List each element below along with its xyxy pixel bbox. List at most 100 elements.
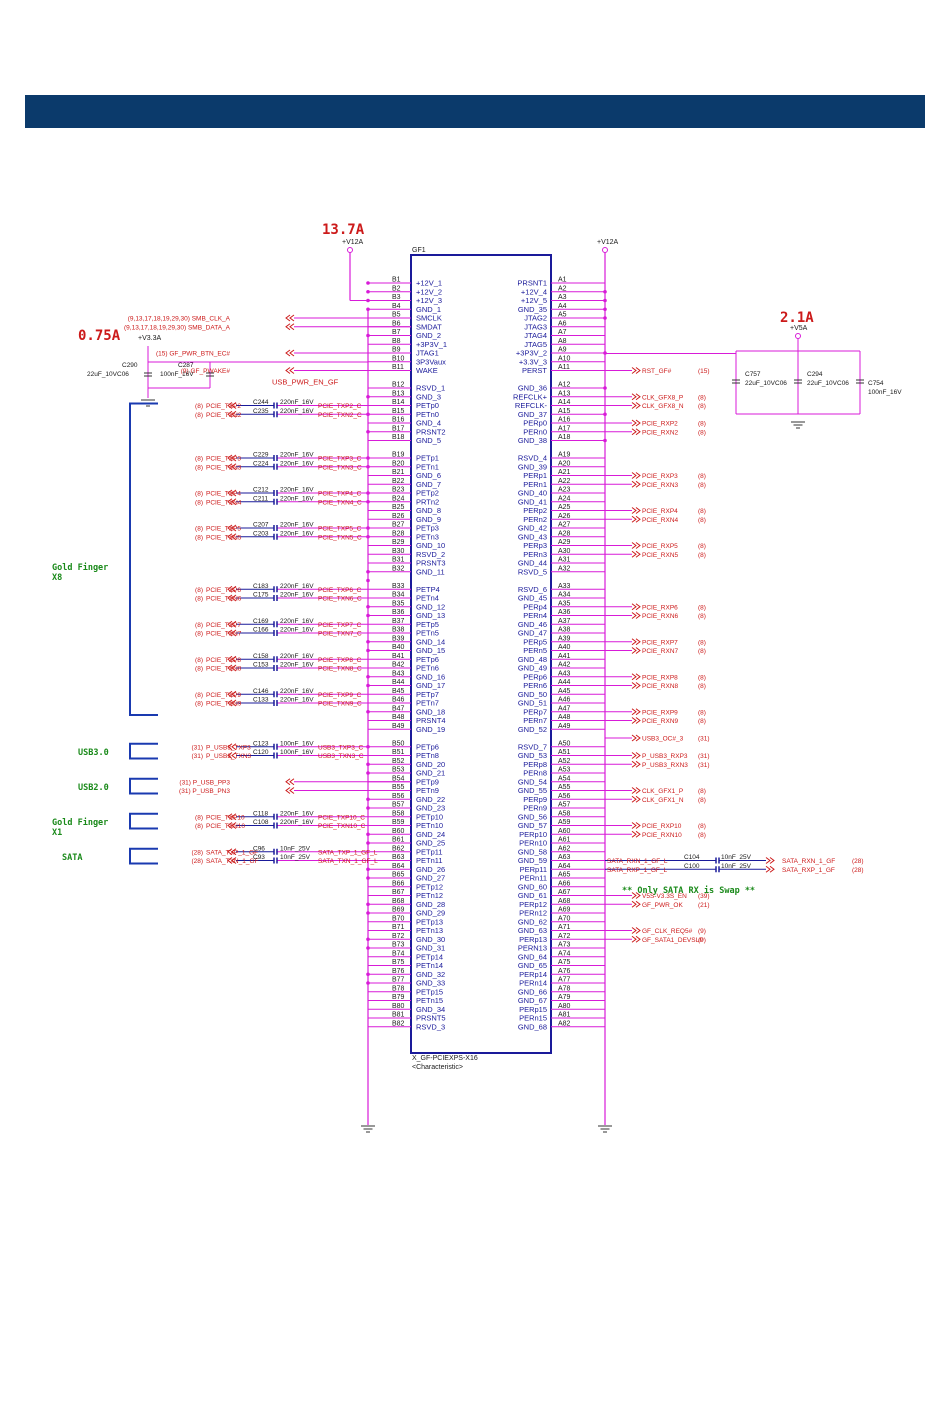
right-signal-ref: (8) [698, 429, 706, 436]
left-pin-name: GND_22 [416, 795, 445, 804]
series-cap-value: 220nF_16V [280, 399, 314, 406]
left-pin-number: B46 [392, 697, 405, 704]
right-signal-ref: (8) [698, 613, 706, 620]
right-pin-name: PERp4 [523, 602, 547, 611]
right-signal-arrow [631, 795, 641, 803]
right-pin-number: A63 [558, 854, 571, 861]
left-signal-name: PCIE_TXP10 [206, 814, 245, 821]
right-pin-name: PERp11 [520, 865, 547, 874]
right-signal-arrow [631, 935, 641, 943]
left-signal-arrow [227, 463, 237, 471]
right-pin-number: A47 [558, 705, 571, 712]
left-pin-number: B25 [392, 504, 405, 511]
left-pin-name: GND_29 [416, 909, 445, 918]
right-pin-name: PERp8 [523, 760, 547, 769]
right-signal-ref: (8) [698, 674, 706, 681]
right-pin-name: GND_62 [518, 917, 547, 926]
right-signal-arrow [631, 603, 641, 611]
left-pin-number: B37 [392, 618, 405, 625]
left-signal-net: PCIE_TXN6_C [318, 596, 362, 603]
left-signal-ref: (8) [195, 464, 203, 471]
left-pin-number: B74 [392, 950, 405, 957]
left-pin-name: 3P3Vaux [416, 357, 446, 366]
left-signal-name: PCIE_TXN6 [206, 596, 242, 603]
right-signal-name: PCIE_RXP4 [642, 508, 678, 515]
right-signal-ref: (8) [698, 517, 706, 524]
left-pin-name: PETp3 [416, 524, 439, 533]
junction-dot [366, 946, 370, 950]
c757-value: 22uF_10VC06 [745, 380, 787, 387]
left-pin-number: B70 [392, 915, 405, 922]
right-signal-arrow [631, 682, 641, 689]
right-pin-name: PERp3 [523, 541, 547, 550]
right-pin-number: A29 [558, 539, 571, 546]
left-pin-number: B62 [392, 845, 405, 852]
power-label-right-12v: +V12A [597, 239, 619, 246]
left-pin-number: B2 [392, 285, 401, 292]
right-pin-name: GND_63 [518, 926, 547, 935]
junction-dot [603, 386, 607, 390]
left-pin-number: B40 [392, 644, 405, 651]
right-signal-ref: (8) [698, 718, 706, 725]
junction-dot [366, 683, 370, 688]
left-pin-number: B59 [392, 819, 405, 826]
left-pin-number: B21 [392, 469, 405, 476]
right-pin-name: +12V_5 [521, 296, 547, 305]
right-pin-name: PERp12 [519, 900, 547, 909]
junction-dot [366, 499, 370, 504]
right-pin-number: A19 [558, 452, 571, 459]
right-signal-name: PCIE_RXP10 [642, 823, 682, 830]
left-pin-number: B57 [392, 802, 405, 809]
left-pin-name: PETp1 [416, 454, 439, 463]
right-pin-number: A69 [558, 907, 571, 914]
right-signal-arrow [631, 393, 641, 401]
right-signal-ref: (8) [698, 797, 706, 804]
left-pin-number: B43 [392, 670, 405, 677]
right-signal-ref: (8) [698, 639, 706, 646]
right-pin-number: A1 [558, 277, 567, 284]
left-signal-arrow [285, 787, 295, 794]
right-signal-arrow [631, 752, 641, 759]
left-signal-arrow [227, 629, 237, 637]
left-pin-name: PETn5 [416, 629, 439, 638]
left-signal-ref: (8) [195, 534, 203, 541]
right-pin-name: GND_35 [518, 305, 547, 314]
right-signal-name: PCIE_RXP2 [642, 421, 678, 428]
left-pin-name: GND_24 [416, 830, 445, 839]
right-signal-arrow [631, 900, 641, 908]
right-pin-name: GND_66 [518, 987, 547, 996]
right-pin-number: A51 [558, 749, 571, 756]
left-pin-number: B72 [392, 933, 405, 940]
right-pin-number: A77 [558, 977, 571, 984]
junction-dot [366, 902, 370, 907]
right-pin-name: RSVD_4 [518, 454, 547, 463]
right-signal-ref: (39) [698, 893, 710, 900]
right-pin-name: GND_40 [518, 489, 547, 498]
right-pin-number: A14 [558, 399, 571, 406]
left-pin-number: B18 [392, 434, 405, 441]
left-signal-net: PCIE_TXP8_C [318, 657, 362, 664]
series-cap-ref: C235 [253, 408, 269, 415]
left-pin-number: B50 [392, 740, 405, 747]
left-pin-name: GND_19 [416, 725, 445, 734]
left-pin-name: PETn11 [416, 856, 443, 865]
left-pin-number: B16 [392, 417, 405, 424]
left-signal-name: (31) P_USB_PP3 [179, 779, 230, 786]
junction-dot [366, 876, 370, 880]
right-signal-ref: (31) [698, 736, 710, 743]
c287-ref: C287 [178, 362, 194, 369]
left-signal-arrow [227, 533, 237, 541]
right-pin-number: A24 [558, 495, 571, 502]
left-pin-name: PETp0 [416, 401, 439, 410]
left-pin-number: B3 [392, 294, 401, 301]
junction-dot [366, 867, 370, 872]
right-pin-name: GND_50 [518, 690, 547, 699]
series-cap-value: 100nF_16V [280, 740, 314, 747]
right-signal-ref: (31) [698, 762, 710, 769]
series-cap-value: 220nF_16V [280, 408, 314, 415]
left-signal-arrow [227, 498, 237, 506]
right-pin-name: RSVD_7 [518, 742, 547, 751]
right-pin-name: PERn2 [523, 515, 547, 524]
right-signal-name: PCIE_RXP9 [642, 709, 678, 716]
